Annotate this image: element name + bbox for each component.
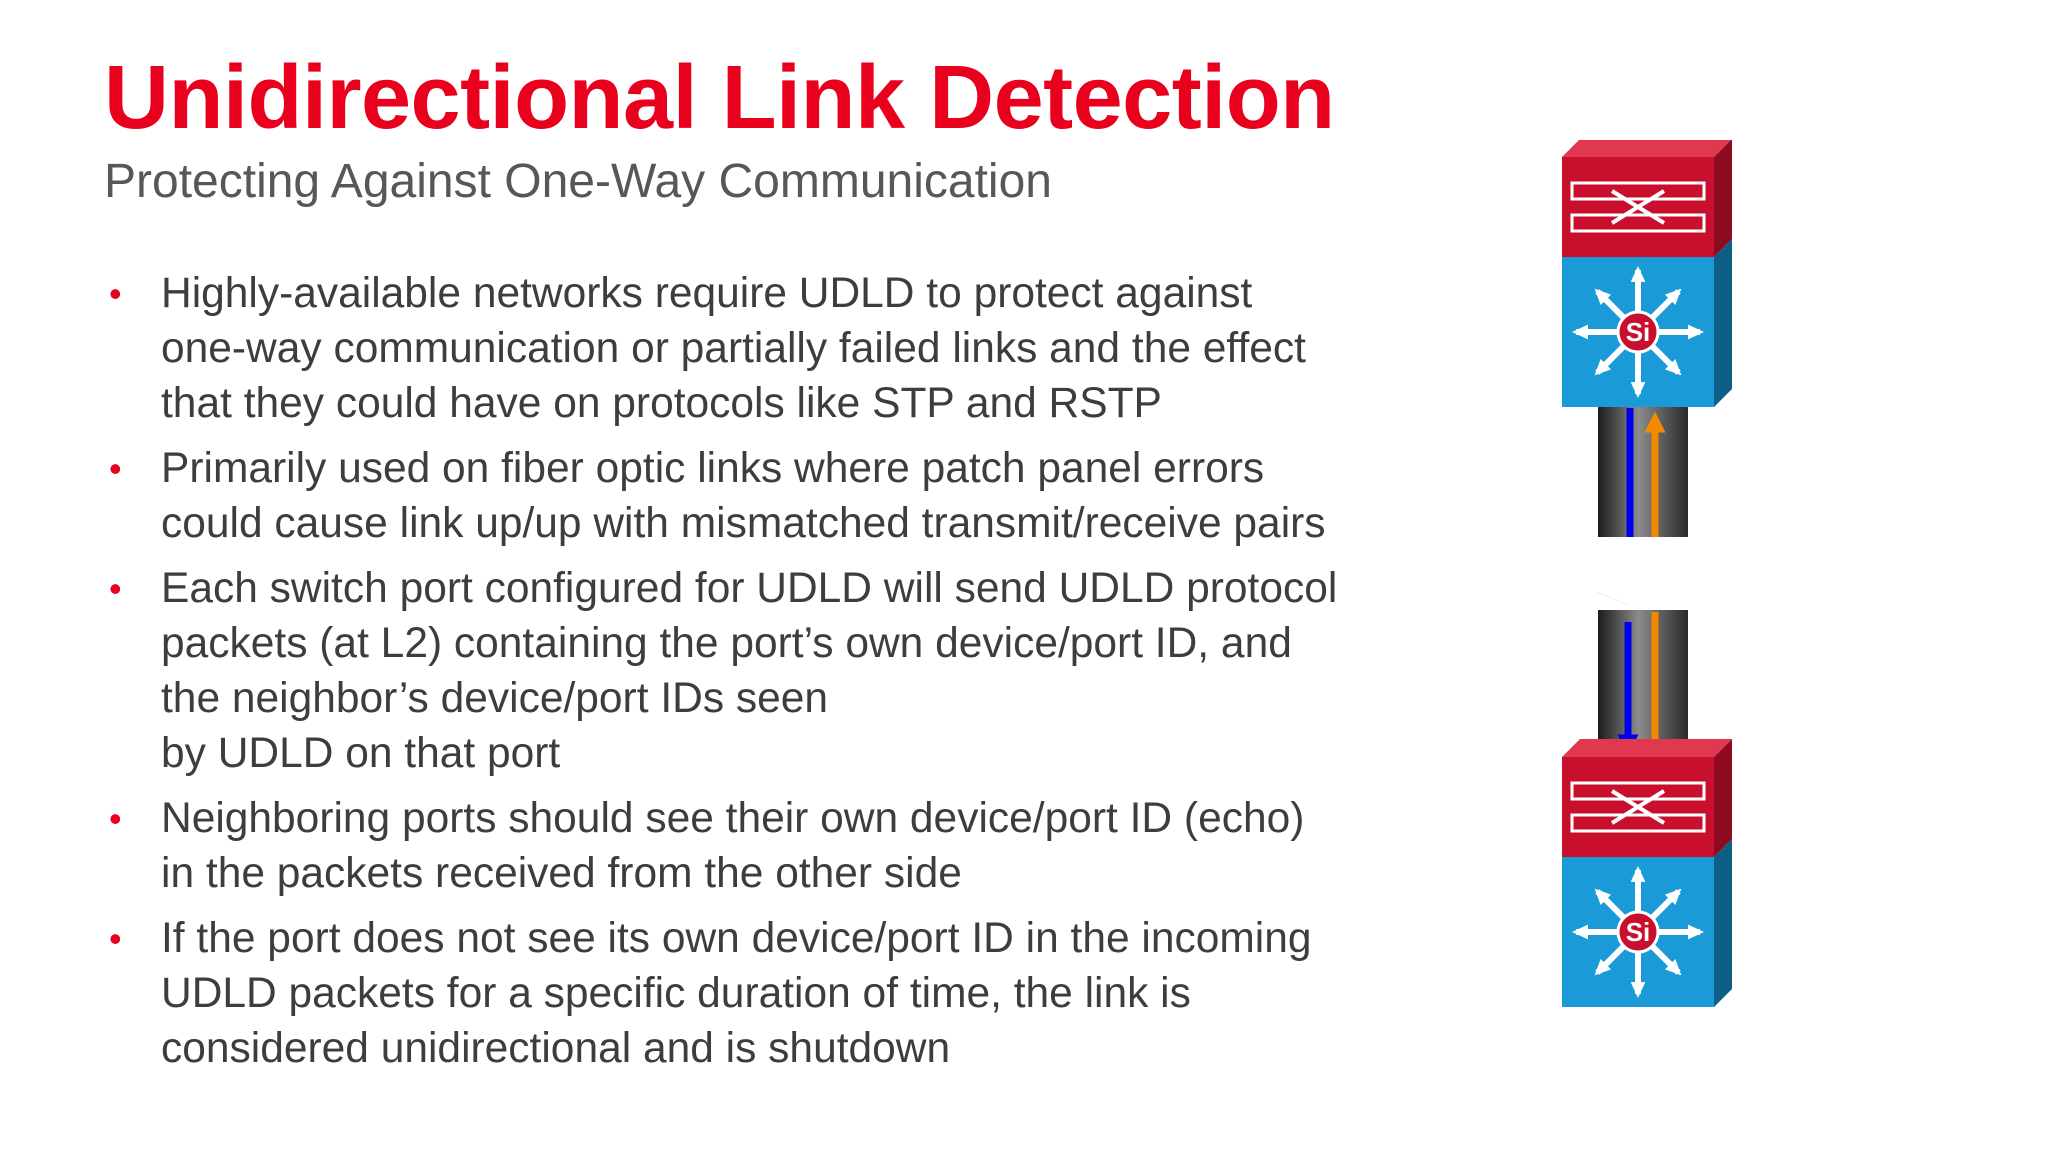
- upper-cable: [1598, 405, 1688, 555]
- bullet-text-line: If the port does not see its own device/…: [161, 915, 1312, 962]
- bullet-item: • Each switch port configured for UDLD wi…: [104, 561, 1464, 781]
- slide-subtitle: Protecting Against One-Way Communication: [104, 155, 1052, 208]
- bullet-text-line: in the packets received from the other s…: [161, 850, 962, 897]
- bullet-marker: •: [109, 918, 122, 959]
- bullet-item: • If the port does not see its own device…: [104, 911, 1464, 1076]
- bullet-text-line: that they could have on protocols like S…: [161, 380, 1162, 427]
- bullet-text-line: one-way communication or partially faile…: [161, 325, 1306, 372]
- bottom-multilayer-switch-icon: Si: [1562, 739, 1732, 1007]
- si-badge: Si: [1626, 917, 1651, 947]
- bullet-list: • Highly-available networks require UDLD …: [104, 266, 1464, 1086]
- top-multilayer-switch-icon: Si: [1562, 140, 1732, 407]
- bullet-marker: •: [109, 568, 122, 609]
- bullet-text-line: Each switch port configured for UDLD wil…: [161, 565, 1338, 612]
- bullet-text-line: the neighbor’s device/port IDs seen: [161, 675, 829, 722]
- udld-link-diagram: Si Si: [1562, 140, 1732, 1007]
- bullet-text-line: by UDLD on that port: [161, 730, 561, 777]
- bullet-marker: •: [109, 273, 122, 314]
- bullet-text-line: Highly-available networks require UDLD t…: [161, 270, 1253, 317]
- slide-title: Unidirectional Link Detection: [104, 48, 1335, 148]
- bullet-text-line: packets (at L2) containing the port’s ow…: [161, 620, 1292, 667]
- bullet-item: • Highly-available networks require UDLD …: [104, 266, 1464, 431]
- bullet-marker: •: [109, 448, 122, 489]
- bullet-text-line: could cause link up/up with mismatched t…: [161, 500, 1326, 547]
- bullet-marker: •: [109, 798, 122, 839]
- bullet-text-line: Neighboring ports should see their own d…: [161, 795, 1305, 842]
- bullet-item: • Neighboring ports should see their own …: [104, 791, 1464, 901]
- bullet-text-line: UDLD packets for a specific duration of …: [161, 970, 1191, 1017]
- bullet-text-line: considered unidirectional and is shutdow…: [161, 1025, 951, 1072]
- bullet-item: • Primarily used on fiber optic links whe…: [104, 441, 1464, 551]
- bullet-text-line: Primarily used on fiber optic links wher…: [161, 445, 1265, 492]
- si-badge: Si: [1626, 317, 1651, 347]
- lower-cable: [1598, 592, 1688, 770]
